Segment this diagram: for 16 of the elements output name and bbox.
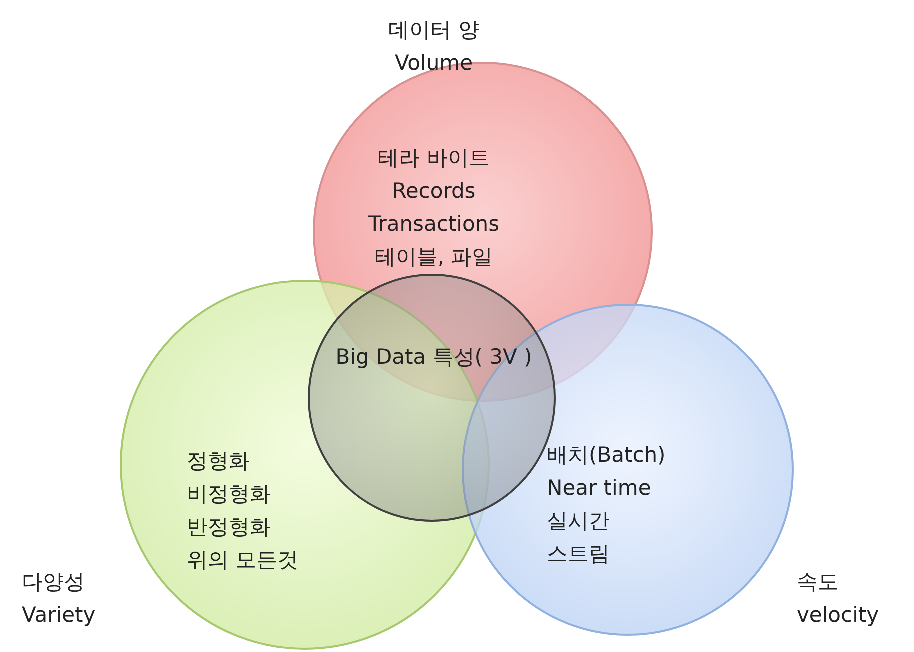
circle-heading: 속도 velocity: [797, 569, 880, 629]
circle-text: Big Data 특성( 3V ): [336, 344, 532, 371]
circle-text: 정형화: [187, 448, 250, 475]
circle-text: 반정형화: [187, 514, 271, 541]
circle-text: 스트림: [547, 541, 610, 568]
circle-text: 테이블, 파일: [374, 244, 494, 271]
circle-text: 실시간: [547, 508, 610, 535]
circle-heading: 데이터 양 Volume: [388, 17, 480, 77]
circle-text: Near time: [547, 475, 652, 502]
circle-heading: 다양성 Variety: [22, 569, 97, 629]
circle-text: 테라 바이트: [378, 145, 490, 172]
circle-text: 비정형화: [187, 481, 271, 508]
circle-text: 배치(Batch): [547, 442, 666, 469]
circle-text: 위의 모든것: [187, 547, 299, 574]
circle-text: Records: [392, 178, 476, 205]
circle-text: Transactions: [368, 211, 500, 238]
